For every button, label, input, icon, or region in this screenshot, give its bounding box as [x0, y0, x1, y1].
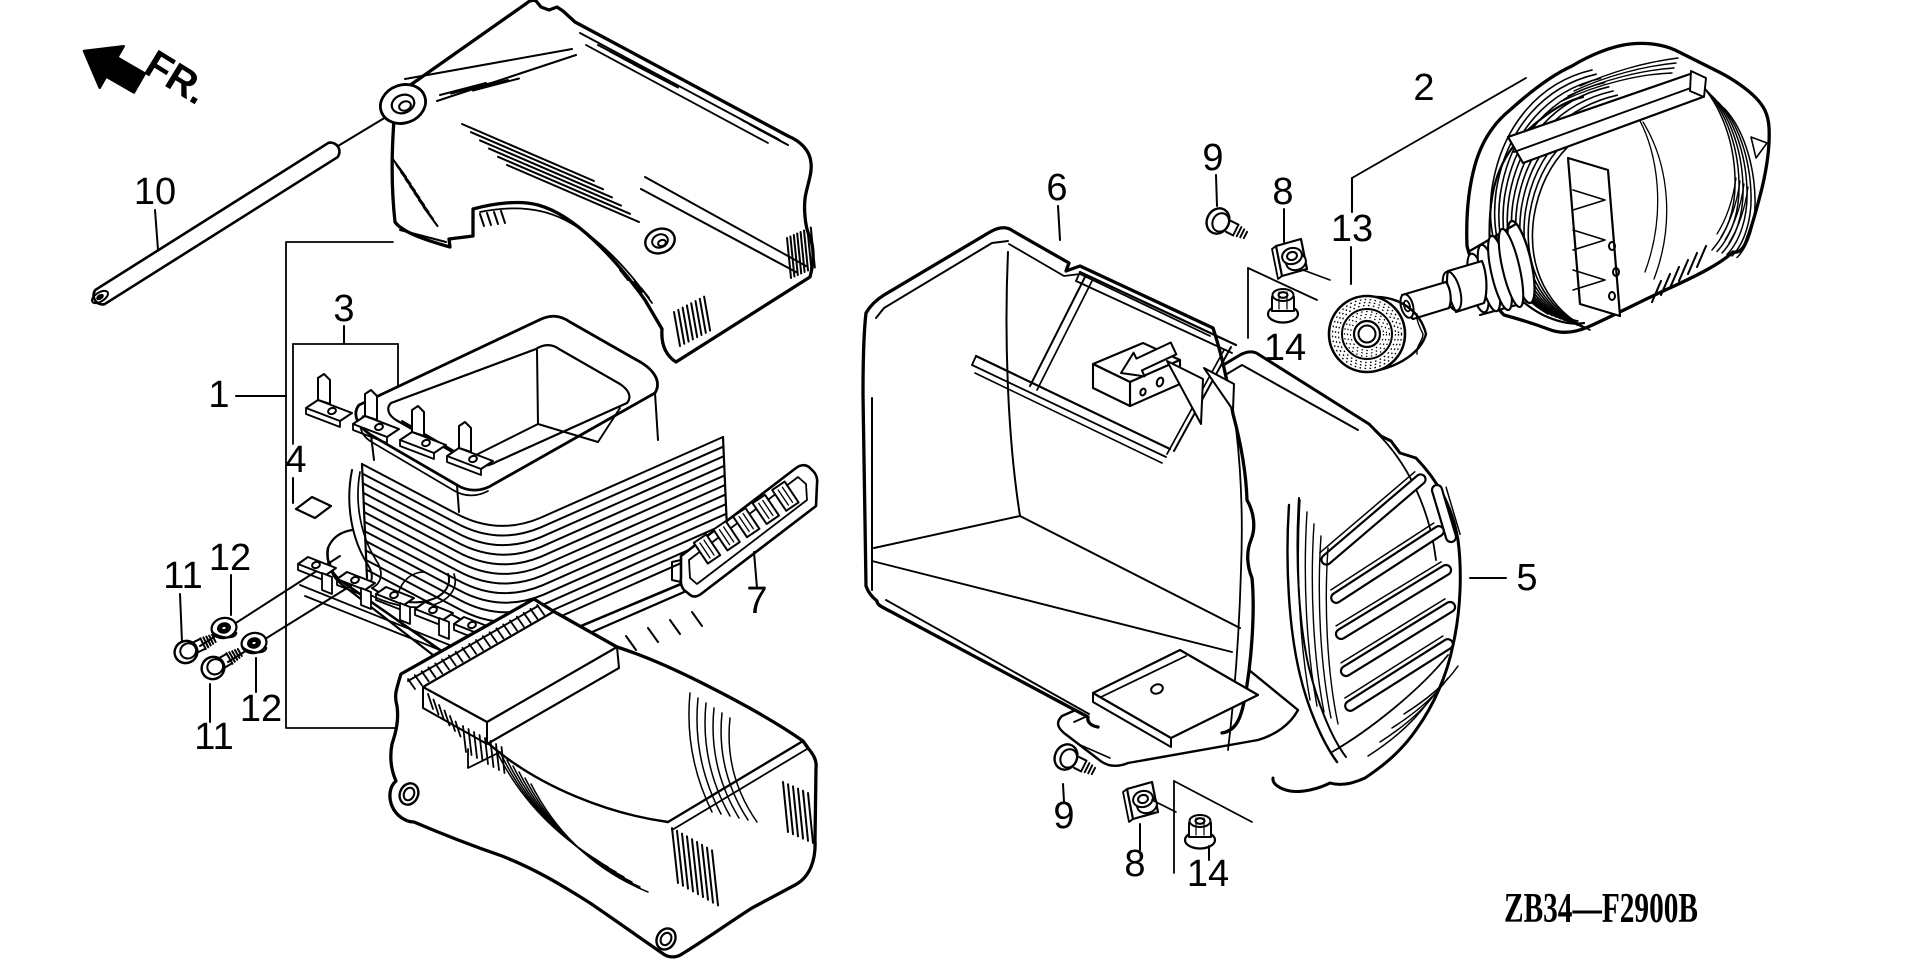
svg-text:2: 2	[1413, 67, 1434, 109]
svg-text:11: 11	[163, 555, 202, 597]
svg-text:6: 6	[1046, 167, 1067, 209]
svg-text:8: 8	[1124, 843, 1145, 885]
svg-text:7: 7	[746, 580, 767, 622]
svg-text:12: 12	[209, 537, 251, 579]
svg-text:3: 3	[333, 288, 354, 330]
svg-text:8: 8	[1272, 171, 1293, 213]
svg-text:14: 14	[1264, 327, 1306, 369]
svg-text:10: 10	[134, 171, 176, 213]
svg-text:13: 13	[1331, 208, 1373, 250]
svg-text:11: 11	[194, 716, 233, 758]
svg-text:9: 9	[1202, 137, 1223, 179]
svg-text:1: 1	[208, 374, 229, 416]
svg-text:4: 4	[285, 439, 306, 481]
svg-text:5: 5	[1516, 557, 1537, 599]
svg-text:9: 9	[1053, 795, 1074, 837]
svg-text:ZB34—F2900B: ZB34—F2900B	[1504, 886, 1698, 932]
svg-text:12: 12	[240, 688, 282, 730]
